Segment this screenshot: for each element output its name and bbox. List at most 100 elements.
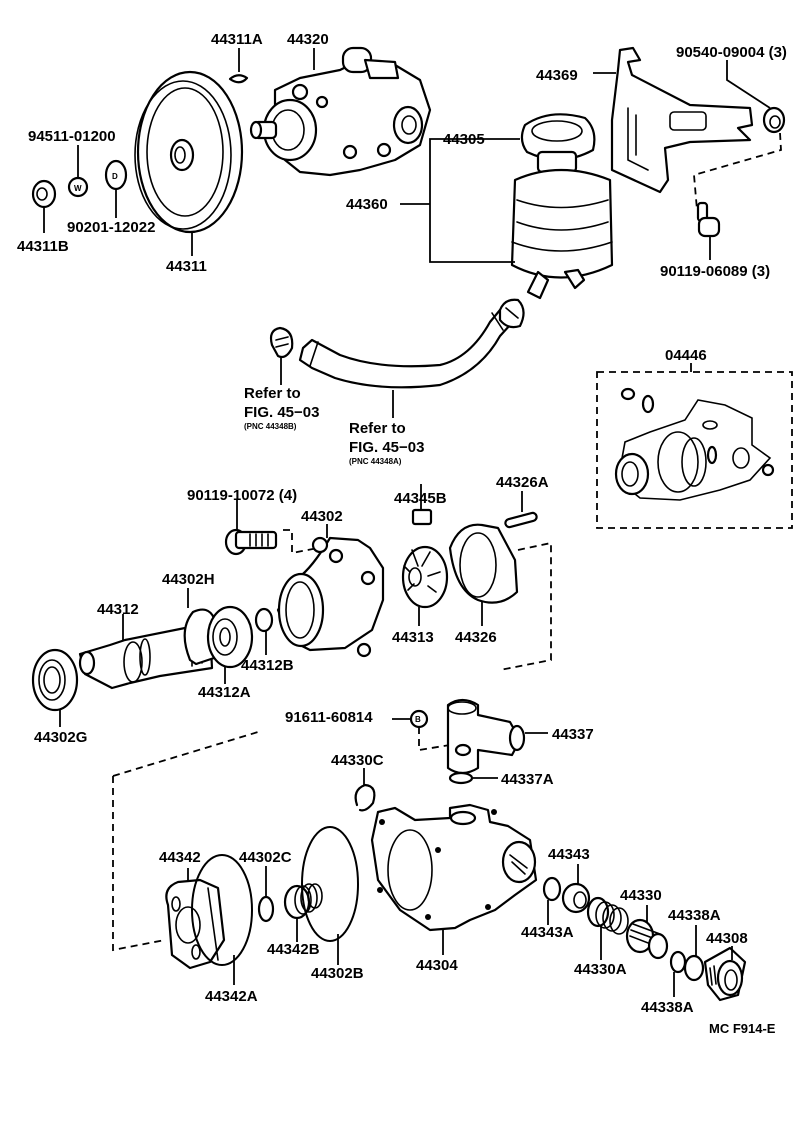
label-44302b: 44302B bbox=[311, 965, 364, 982]
union-fitting-44337[interactable] bbox=[446, 698, 526, 775]
label-44305: 44305 bbox=[443, 131, 485, 148]
pin-44326a[interactable] bbox=[504, 511, 538, 529]
snap-ring-44330c[interactable] bbox=[354, 783, 376, 812]
reference-right: Refer to FIG. 45−03 (PNC 44348A) bbox=[349, 420, 424, 466]
reservoir-cap-44305[interactable] bbox=[520, 113, 596, 174]
label-44337a: 44337A bbox=[501, 771, 554, 788]
washer-94511[interactable]: W bbox=[67, 176, 89, 198]
cam-ring-44326[interactable] bbox=[448, 523, 519, 604]
label-44313: 44313 bbox=[392, 629, 434, 646]
label-44302c: 44302C bbox=[239, 849, 292, 866]
label-44311a: 44311A bbox=[211, 31, 263, 48]
label-44304: 44304 bbox=[416, 957, 458, 974]
vane-plate-44345b[interactable] bbox=[411, 508, 433, 526]
nut-mark: D bbox=[112, 172, 118, 181]
leader-90540 bbox=[726, 60, 771, 109]
label-44302h: 44302H bbox=[162, 571, 215, 588]
pump-44320[interactable] bbox=[249, 46, 432, 177]
label-44343a: 44343A bbox=[521, 924, 574, 941]
dashline-rear-top bbox=[112, 731, 259, 777]
label-44312a: 44312A bbox=[198, 684, 251, 701]
label-44311: 44311 bbox=[166, 258, 207, 275]
o-ring-44302b[interactable] bbox=[301, 826, 359, 942]
label-44345b: 44345B bbox=[394, 490, 447, 507]
label-44302: 44302 bbox=[301, 508, 343, 525]
leader-44305-44360 bbox=[429, 138, 520, 263]
o-ring-44338a-small[interactable] bbox=[669, 950, 687, 974]
ref-right-fig[interactable]: FIG. 45−03 bbox=[349, 439, 424, 456]
clamp-left[interactable] bbox=[269, 326, 294, 359]
label-90119-06089: 90119-06089 (3) bbox=[660, 263, 770, 280]
reference-left: Refer to FIG. 45−03 (PNC 44348B) bbox=[244, 385, 319, 431]
dashline-rear-side bbox=[112, 776, 166, 952]
label-44326a: 44326A bbox=[496, 474, 549, 491]
dashline-bolt-housing bbox=[283, 529, 319, 555]
ref-left-pnc: (PNC 44348B) bbox=[244, 422, 297, 431]
rear-housing-44304[interactable] bbox=[370, 803, 538, 932]
grommet-90540[interactable] bbox=[762, 106, 786, 134]
label-44311b: 44311B bbox=[17, 238, 69, 255]
ref-left-fig[interactable]: FIG. 45−03 bbox=[244, 404, 319, 421]
plug-mark: B bbox=[415, 715, 421, 724]
valve-seat-44343[interactable] bbox=[561, 882, 591, 914]
pulley-44311[interactable] bbox=[134, 70, 244, 234]
label-44342a: 44342A bbox=[205, 988, 258, 1005]
label-44337: 44337 bbox=[552, 726, 594, 743]
label-91611-60814: 91611-60814 bbox=[285, 709, 373, 726]
label-44369: 44369 bbox=[536, 67, 578, 84]
bolt-90119-10072[interactable] bbox=[224, 528, 278, 556]
side-plate-44342[interactable] bbox=[165, 878, 226, 970]
o-ring-44343a[interactable] bbox=[542, 876, 562, 902]
label-44302g: 44302G bbox=[34, 729, 87, 746]
o-ring-44338a-large[interactable] bbox=[683, 954, 705, 982]
label-44343: 44343 bbox=[548, 846, 590, 863]
reservoir-44360[interactable] bbox=[510, 168, 614, 300]
hose[interactable] bbox=[298, 308, 512, 389]
dashline-bracket-bolt bbox=[693, 132, 782, 211]
shaft-44312[interactable] bbox=[78, 626, 214, 690]
label-44360: 44360 bbox=[346, 196, 388, 213]
label-44338a-bottom: 44338A bbox=[641, 999, 694, 1016]
clamp-right[interactable] bbox=[498, 298, 525, 329]
valve-44330[interactable] bbox=[625, 918, 669, 960]
label-44312: 44312 bbox=[97, 601, 139, 618]
label-90119-10072: 90119-10072 (4) bbox=[187, 487, 297, 504]
o-ring-44302c[interactable] bbox=[257, 895, 275, 923]
label-44326: 44326 bbox=[455, 629, 497, 646]
plug-91611[interactable]: B bbox=[409, 709, 429, 729]
snap-ring-44312b[interactable] bbox=[254, 607, 274, 633]
ref-left-line1: Refer to bbox=[244, 385, 301, 402]
label-44312b: 44312B bbox=[241, 657, 294, 674]
label-44342: 44342 bbox=[159, 849, 201, 866]
gasket-kit-04446-box[interactable] bbox=[596, 371, 793, 529]
label-90201-12022: 90201-12022 bbox=[67, 219, 155, 236]
dashline-cam-ring bbox=[499, 541, 552, 671]
label-44330: 44330 bbox=[620, 887, 662, 904]
plug-44308[interactable] bbox=[703, 946, 747, 1002]
label-44338a-top: 44338A bbox=[668, 907, 721, 924]
dashline-plug bbox=[418, 727, 451, 752]
nut-44311b[interactable] bbox=[31, 179, 57, 209]
bracket-44369[interactable] bbox=[610, 46, 754, 194]
bolt-90119-06089[interactable] bbox=[696, 201, 721, 238]
bearing-44312a[interactable] bbox=[206, 605, 254, 669]
o-ring-44342a[interactable] bbox=[191, 854, 253, 966]
label-44342b: 44342B bbox=[267, 941, 320, 958]
label-44330a: 44330A bbox=[574, 961, 627, 978]
label-94511-01200: 94511-01200 bbox=[28, 128, 116, 145]
label-44308: 44308 bbox=[706, 930, 748, 947]
spring-44330a[interactable] bbox=[586, 896, 629, 935]
front-housing-44302[interactable] bbox=[276, 536, 385, 658]
nut-90201[interactable]: D bbox=[104, 159, 128, 191]
key-44311a[interactable] bbox=[228, 74, 249, 84]
rotor-44313[interactable] bbox=[401, 545, 449, 609]
label-44320: 44320 bbox=[287, 31, 329, 48]
label-44330c: 44330C bbox=[331, 752, 384, 769]
o-ring-44337a[interactable] bbox=[448, 771, 474, 785]
washer-mark: W bbox=[74, 184, 82, 193]
label-04446: 04446 bbox=[665, 347, 707, 364]
ref-right-line1: Refer to bbox=[349, 420, 406, 437]
label-90540-09004: 90540-09004 (3) bbox=[676, 44, 787, 61]
seal-44302g[interactable] bbox=[31, 648, 79, 712]
